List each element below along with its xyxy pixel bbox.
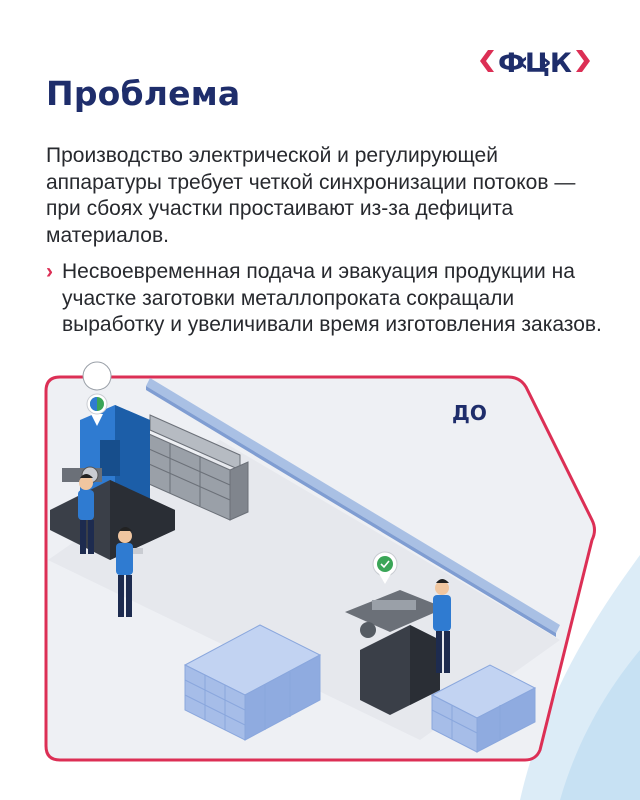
- svg-text:‹ ›: ‹ ›: [517, 45, 553, 78]
- chevron-right-icon: ›: [46, 260, 53, 283]
- page-title: Проблема: [46, 74, 241, 113]
- before-label: ДО: [452, 401, 487, 425]
- intro-paragraph: Производство электрической и регулирующе…: [46, 144, 576, 247]
- brand-logo: ‹ › ФЦК: [474, 44, 596, 79]
- bullet-text: Несвоевременная подача и эвакуация проду…: [62, 260, 602, 336]
- location-pin-icon: [372, 551, 398, 584]
- location-pin-icon: [82, 361, 112, 426]
- logo-text: ФЦК: [498, 48, 572, 78]
